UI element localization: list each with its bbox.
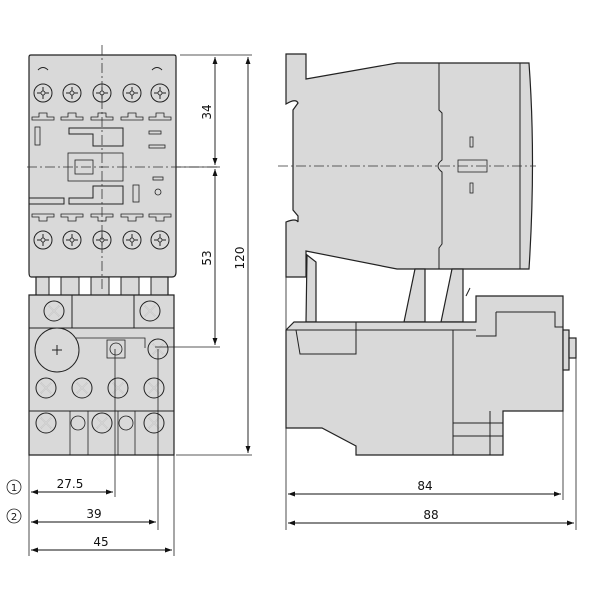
terminal-screw-icon[interactable]	[150, 83, 170, 103]
terminal-screw-icon[interactable]	[33, 83, 53, 103]
terminal-screw-icon[interactable]	[139, 300, 161, 322]
clamp	[120, 213, 144, 222]
front-dimensions: 34 53 120 27.5 39 45 1 2	[6, 54, 252, 556]
clamp	[31, 112, 55, 121]
clamp	[148, 112, 172, 121]
dim-label-34: 34	[200, 104, 214, 119]
marker-2-circle	[6, 508, 22, 524]
clamp	[60, 112, 84, 121]
terminal-screw-icon[interactable]	[122, 83, 142, 103]
dim-label-88: 88	[423, 508, 438, 522]
side-indicator	[457, 159, 488, 173]
marker-2: 2	[11, 512, 17, 523]
terminal-screw-icon[interactable]	[33, 230, 53, 250]
terminal-screw-icon[interactable]	[143, 412, 165, 434]
terminal-screw-icon[interactable]	[150, 230, 170, 250]
dim-label-53: 53	[200, 250, 214, 265]
contactor-side-body	[285, 53, 534, 278]
side-view	[278, 53, 577, 456]
bottom-terminal-screws	[33, 230, 170, 250]
contactor-legs	[35, 276, 169, 298]
terminal-screw-icon[interactable]	[35, 412, 57, 434]
terminal-screw-icon[interactable]	[35, 377, 57, 399]
terminal-screw-icon[interactable]	[122, 230, 142, 250]
front-view	[27, 45, 220, 456]
terminal-screw-icon[interactable]	[43, 300, 65, 322]
clamp	[90, 213, 114, 222]
terminal-screw-icon[interactable]	[91, 412, 113, 434]
contactor-body	[28, 54, 177, 278]
terminal-screw-icon[interactable]	[143, 377, 165, 399]
terminal-screw-icon[interactable]	[71, 377, 93, 399]
reset-button[interactable]	[568, 337, 577, 359]
dim-label-39: 39	[86, 507, 101, 521]
terminal-screw-icon[interactable]	[107, 377, 129, 399]
dim-label-27-5: 27.5	[57, 477, 84, 491]
dim-label-45: 45	[93, 535, 108, 549]
dim-label-84: 84	[417, 479, 432, 493]
clamp	[148, 213, 172, 222]
clamp	[60, 213, 84, 222]
terminal-screw-icon[interactable]	[62, 83, 82, 103]
marker-1: 1	[11, 483, 17, 494]
clamp	[120, 112, 144, 121]
terminal-screw-icon[interactable]	[62, 230, 82, 250]
clamp	[90, 112, 114, 121]
terminal-clamps	[31, 112, 172, 222]
marker-1-circle	[6, 479, 22, 495]
side-dimensions: 84 88	[285, 277, 577, 530]
clamp	[31, 213, 55, 222]
dim-label-120: 120	[233, 247, 247, 270]
